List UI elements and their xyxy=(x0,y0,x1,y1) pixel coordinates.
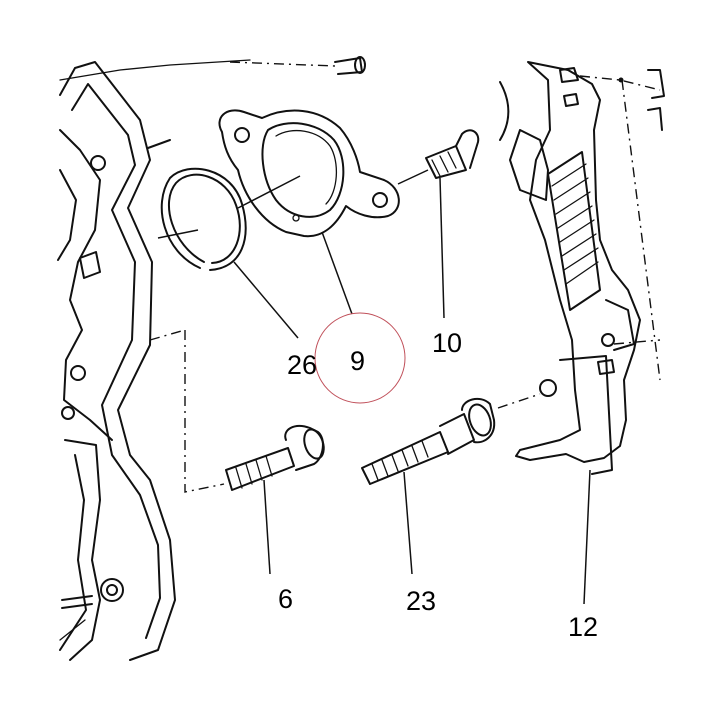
leader-10 xyxy=(439,177,445,319)
leader-23 xyxy=(403,471,413,575)
shaft-end xyxy=(229,56,366,75)
label-26: 26 xyxy=(287,350,317,380)
part-26-retaining-ring xyxy=(160,167,247,271)
label-12: 12 xyxy=(568,612,598,642)
highlight-circle xyxy=(314,312,406,404)
part-12-bracket xyxy=(499,61,665,475)
leader-12 xyxy=(583,469,591,605)
engine-housing xyxy=(57,59,251,661)
part-10-countersunk-screw xyxy=(425,129,480,179)
part-23-shoulder-bolt xyxy=(361,393,541,485)
label-10: 10 xyxy=(432,328,462,358)
leader-9 xyxy=(321,231,353,315)
leader-26 xyxy=(233,261,299,339)
part-9-flange-cover xyxy=(218,109,400,238)
label-23: 23 xyxy=(406,586,436,616)
label-9: 9 xyxy=(350,346,365,376)
part-6-socket-bolt xyxy=(149,329,325,493)
leader-lines xyxy=(233,177,591,605)
leader-6 xyxy=(263,479,271,575)
label-6: 6 xyxy=(278,584,293,614)
